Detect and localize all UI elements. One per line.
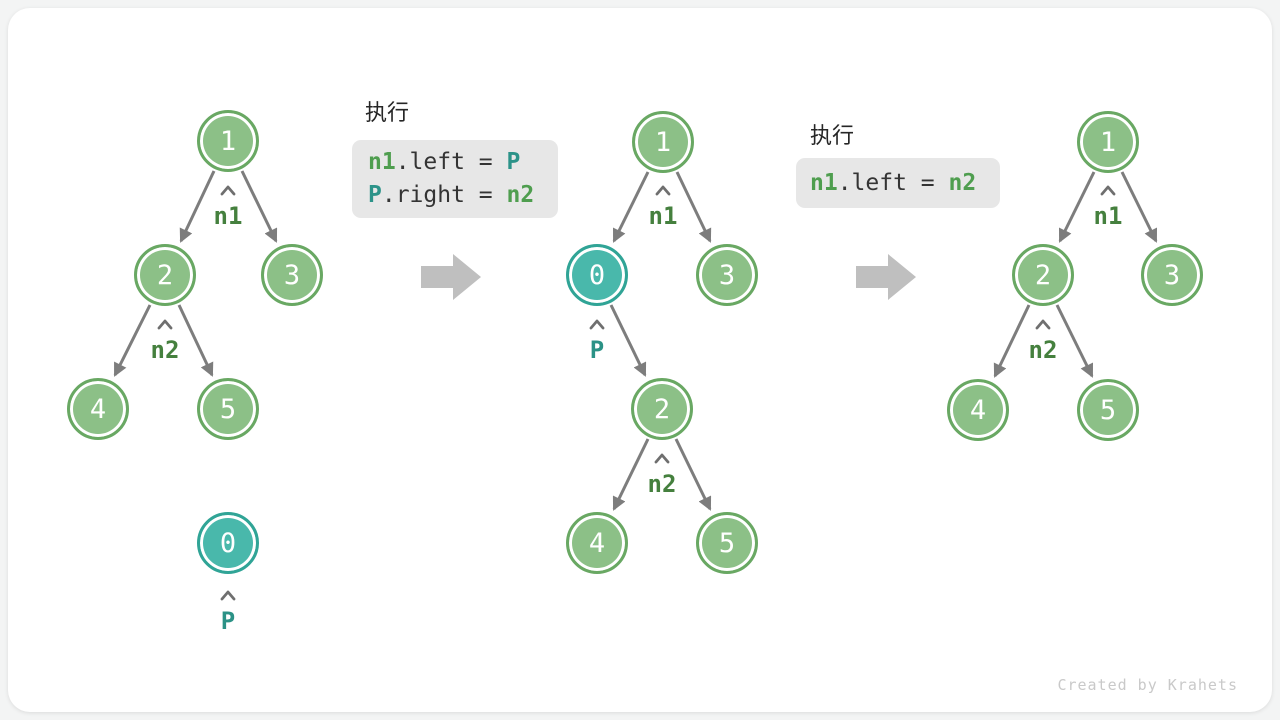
- tree2-node-0: 0: [566, 244, 628, 306]
- tree2-node-3: 3: [696, 244, 758, 306]
- node-value: 3: [283, 259, 301, 291]
- node-value: 4: [969, 394, 987, 426]
- caret-tree1-p-icon: [220, 590, 236, 601]
- node-value: 2: [653, 393, 671, 425]
- node-value: 2: [1034, 259, 1052, 291]
- tree3-edge-2-4: [993, 304, 1031, 378]
- step2-exec-title: 执行: [810, 124, 855, 149]
- code-token-n2: n2: [948, 170, 977, 196]
- tree1-edge-1-3: [240, 170, 278, 243]
- caret-tree2-n2-icon: [654, 453, 670, 464]
- tree3-node-1: 1: [1077, 111, 1139, 173]
- code-token-p: P: [368, 182, 382, 208]
- code-token-n1: n1: [368, 149, 396, 175]
- tree3-edge-1-2: [1058, 171, 1096, 243]
- tree1-node-5: 5: [197, 378, 259, 440]
- code-line: P.right = n2: [368, 179, 558, 212]
- tree2-edge-1-3: [675, 171, 712, 243]
- tree2-pointer-n1: n1: [648, 202, 678, 230]
- tree3-edge-2-5: [1055, 304, 1094, 378]
- watermark-credit: Created by Krahets: [1057, 676, 1238, 694]
- tree3-edge-1-3: [1120, 171, 1158, 243]
- node-value: 5: [718, 527, 736, 559]
- step2-code-box: n1.left = n2: [796, 158, 1000, 208]
- tree2-edge-0-2: [609, 304, 647, 377]
- tree2-pointer-p: P: [589, 336, 605, 364]
- tree3-pointer-n1: n1: [1093, 202, 1123, 230]
- tree2-pointer-n2: n2: [647, 470, 677, 498]
- tree1-node-2: 2: [134, 244, 196, 306]
- code-token-left-assign: .left =: [395, 149, 507, 175]
- tree1-edge-2-5: [177, 304, 214, 377]
- tree3-node-3: 3: [1141, 244, 1203, 306]
- step2-arrow-icon: [856, 254, 916, 300]
- node-value: 3: [718, 259, 736, 291]
- node-value: 2: [156, 259, 174, 291]
- code-token-p: P: [506, 149, 521, 175]
- tree2-node-4: 4: [566, 512, 628, 574]
- tree2-node-2: 2: [631, 378, 693, 440]
- node-value: 0: [588, 259, 606, 291]
- code-token-n1: n1: [810, 170, 838, 196]
- node-value: 5: [1099, 394, 1117, 426]
- node-value: 3: [1163, 259, 1181, 291]
- step1-exec-title: 执行: [365, 101, 410, 126]
- caret-tree1-n2-icon: [157, 319, 173, 330]
- caret-tree3-n2-icon: [1035, 319, 1051, 330]
- node-value: 0: [219, 527, 237, 559]
- code-line: n1.left = P: [368, 146, 558, 179]
- tree1-pointer-n1: n1: [213, 202, 243, 230]
- caret-tree3-n1-icon: [1100, 185, 1116, 196]
- step1-code-box: n1.left = P P.right = n2: [352, 140, 558, 218]
- tree2-edge-2-4: [612, 438, 650, 511]
- tree2-edge-2-5: [674, 438, 712, 511]
- tree3-node-4: 4: [947, 379, 1009, 441]
- tree2-node-5: 5: [696, 512, 758, 574]
- tree1-edge-1-2: [179, 170, 216, 243]
- step1-arrow-icon: [421, 254, 481, 300]
- tree3-pointer-n2: n2: [1028, 336, 1058, 364]
- node-value: 1: [219, 125, 237, 157]
- node-value: 4: [588, 527, 606, 559]
- tree1-node-4: 4: [67, 378, 129, 440]
- code-line: n1.left = n2: [810, 167, 1000, 200]
- code-token-right-assign: .right =: [381, 182, 507, 208]
- node-value: 1: [654, 126, 672, 158]
- code-token-n2: n2: [506, 182, 535, 208]
- tree1-pointer-p: P: [220, 607, 236, 635]
- node-value: 4: [89, 393, 107, 425]
- tree3-node-5: 5: [1077, 379, 1139, 441]
- node-value: 1: [1099, 126, 1117, 158]
- tree1-pointer-n2: n2: [150, 336, 180, 364]
- tree3-node-2: 2: [1012, 244, 1074, 306]
- node-value: 5: [219, 393, 237, 425]
- tree2-edge-1-0: [612, 171, 650, 243]
- caret-tree2-p-icon: [589, 319, 605, 330]
- tree1-edge-2-4: [113, 304, 152, 377]
- tree1-node-3: 3: [261, 244, 323, 306]
- tree2-node-1: 1: [632, 111, 694, 173]
- caret-tree2-n1-icon: [655, 185, 671, 196]
- tree1-node-1: 1: [197, 110, 259, 172]
- code-token-left-assign: .left =: [837, 170, 949, 196]
- caret-tree1-n1-icon: [220, 185, 236, 196]
- tree1-node-0: 0: [197, 512, 259, 574]
